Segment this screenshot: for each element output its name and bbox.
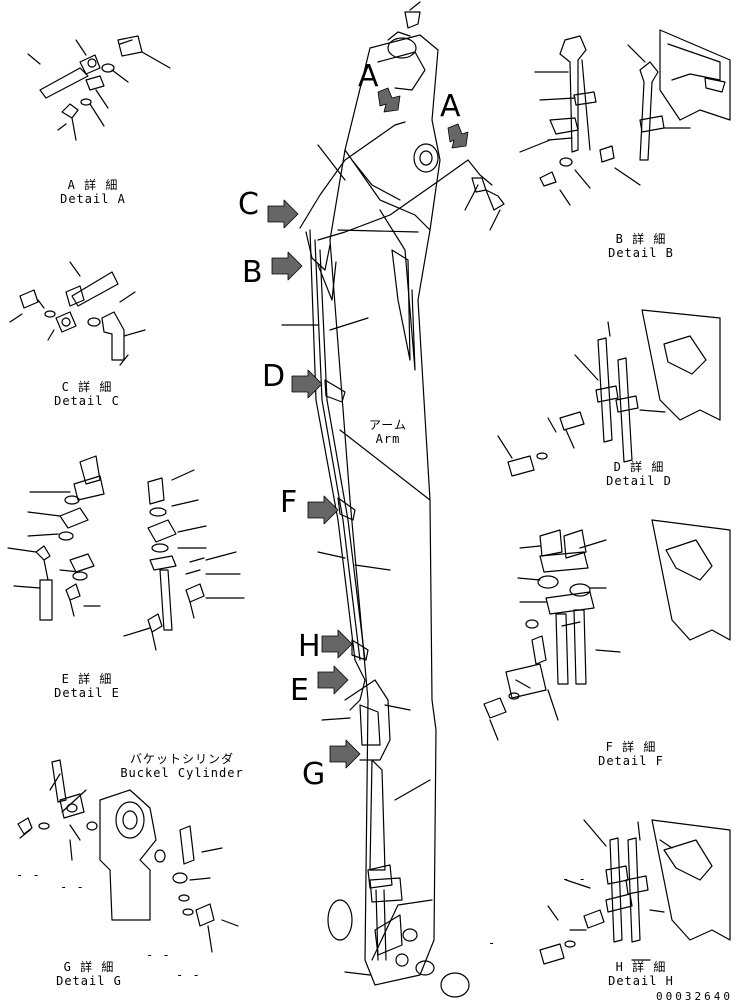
detail-a-title-jp: A 詳 細 — [67, 178, 119, 192]
detail-h-caption: H 詳 細 Detail H — [596, 960, 686, 988]
dash-mark: - - — [146, 948, 171, 962]
detail-h-drawing — [539, 819, 731, 965]
detail-b-drawing — [519, 29, 731, 206]
detail-d-caption: D 詳 細 Detail D — [594, 460, 684, 488]
detail-b-title-en: Detail B — [608, 246, 674, 260]
dash-mark: - - — [16, 868, 41, 882]
detail-g-caption: G 詳 細 Detail G — [44, 960, 134, 988]
detail-f-drawing — [483, 519, 731, 741]
bucket-cylinder-label-en: Buckel Cylinder — [120, 766, 244, 780]
detail-d-title-en: Detail D — [606, 474, 672, 488]
detail-b-caption: B 詳 細 Detail B — [596, 232, 686, 260]
detail-a-caption: A 詳 細 Detail A — [48, 178, 138, 206]
dash-mark: - — [488, 936, 497, 950]
detail-d-drawing — [497, 309, 721, 477]
view-letter-e: E — [290, 673, 309, 708]
detail-c-caption: C 詳 細 Detail C — [42, 380, 132, 408]
view-letter-d: D — [262, 359, 286, 394]
arm-hoses — [299, 121, 469, 711]
detail-c-title-en: Detail C — [54, 394, 120, 408]
arm-label-en: Arm — [375, 432, 401, 446]
bucket-cylinder-label-jp: バケットシリンダ — [129, 752, 234, 766]
dash-mark: - - — [176, 968, 201, 982]
view-letter-a-right: A — [440, 89, 461, 124]
detail-e-title-en: Detail E — [54, 686, 120, 700]
detail-f-title-jp: F 詳 細 — [605, 740, 657, 754]
detail-d-title-jp: D 詳 細 — [613, 460, 665, 474]
view-letter-h: H — [298, 629, 321, 664]
arm-label-jp: アーム — [369, 418, 407, 432]
detail-f-title-en: Detail F — [598, 754, 664, 768]
arm-bucket-cylinder — [344, 679, 393, 961]
dash-mark: - - — [60, 880, 85, 894]
detail-a-drawing — [27, 35, 171, 141]
detail-c-title-jp: C 詳 細 — [61, 380, 113, 394]
detail-e-title-jp: E 詳 細 — [61, 672, 113, 686]
detail-e-drawing — [7, 455, 245, 651]
detail-b-title-jp: B 詳 細 — [615, 232, 667, 246]
bucket-cylinder-label: バケットシリンダ Buckel Cylinder — [112, 752, 252, 780]
detail-h-title-jp: H 詳 細 — [615, 960, 667, 974]
arm-label: アーム Arm — [358, 418, 418, 446]
view-letter-f: F — [280, 485, 298, 520]
detail-f-caption: F 詳 細 Detail F — [586, 740, 676, 768]
detail-g-title-jp: G 詳 細 — [63, 960, 115, 974]
arm-body — [329, 31, 441, 986]
view-letter-b: B — [242, 255, 263, 290]
view-arrows — [267, 87, 469, 769]
view-letter-a-left: A — [358, 59, 379, 94]
arm-leaders — [281, 1, 505, 998]
figure-number: 00032640 — [656, 990, 733, 1003]
dash-mark: - - — [562, 872, 587, 886]
detail-g-title-en: Detail G — [56, 974, 122, 988]
detail-h-title-en: Detail H — [608, 974, 674, 988]
detail-c-drawing — [9, 261, 146, 366]
detail-e-caption: E 詳 細 Detail E — [42, 672, 132, 700]
view-letter-c: C — [238, 187, 259, 222]
view-letter-g: G — [302, 757, 326, 792]
detail-a-title-en: Detail A — [60, 192, 126, 206]
detail-g-drawing — [17, 759, 239, 953]
